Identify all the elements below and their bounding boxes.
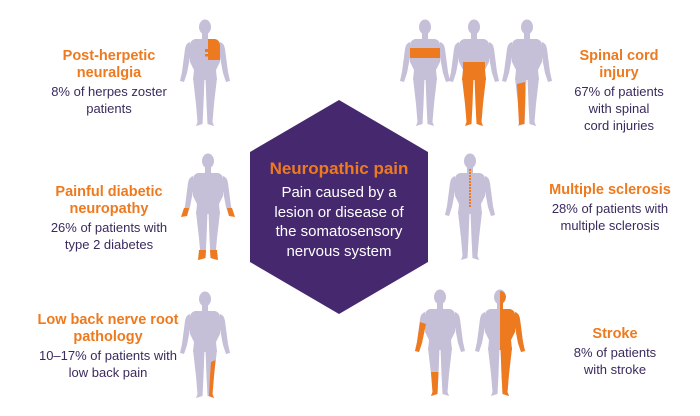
- body-figure-stroke-left: [415, 289, 465, 396]
- label-stroke: Stroke 8% of patients with stroke: [540, 326, 690, 378]
- condition-title-line: Spinal cord: [579, 48, 659, 64]
- central-title: Neuropathic pain: [269, 159, 409, 178]
- condition-stat: 28% of patients with multiple sclerosis: [520, 200, 700, 234]
- body-figure-multiple-sclerosis: [445, 153, 495, 260]
- body-figure-post-herpetic-neuralgia: [180, 19, 230, 126]
- condition-stat-line: multiple sclerosis: [560, 218, 660, 233]
- condition-title: Spinal cord injury: [548, 48, 690, 82]
- condition-title-line: Multiple sclerosis: [549, 182, 671, 198]
- condition-stat-line: with stroke: [583, 362, 647, 377]
- body-figure-spinal-cord-injury-lower: [449, 19, 499, 126]
- central-line: Pain caused by a: [281, 184, 397, 201]
- central-line: the somatosensory: [275, 223, 403, 240]
- label-post-herpetic-neuralgia: Post-herpetic neuralgia 8% of herpes zos…: [14, 48, 204, 117]
- condition-stat-line: cord injuries: [583, 118, 655, 133]
- condition-stat: 26% of patients with type 2 diabetes: [14, 219, 204, 253]
- condition-stat-line: 8% of patients: [573, 345, 657, 360]
- central-description: Pain caused by a lesion or disease of th…: [250, 183, 428, 261]
- condition-stat-line: with spinal: [588, 101, 650, 116]
- condition-title: Post-herpetic neuralgia: [14, 48, 204, 82]
- pain-area: [500, 291, 525, 396]
- pain-area: [415, 322, 439, 396]
- spine-lesions: [469, 169, 471, 207]
- pain-area: [209, 360, 216, 398]
- label-painful-diabetic-neuropathy: Painful diabetic neuropathy 26% of patie…: [14, 184, 204, 253]
- central-line: lesion or disease of: [274, 203, 404, 221]
- condition-title-line: Low back nerve root: [37, 312, 179, 328]
- condition-stat-line: 67% of patients: [574, 84, 664, 99]
- label-spinal-cord-injury: Spinal cord injury 67% of patients with …: [548, 48, 690, 134]
- body-figure-spinal-cord-injury-partial: [502, 19, 552, 126]
- pain-area: [462, 62, 486, 126]
- label-low-back-nerve-root-pathology: Low back nerve root pathology 10–17% of …: [8, 312, 208, 381]
- body-figure-stroke-right: [475, 289, 525, 396]
- condition-title-line: Post-herpetic: [62, 48, 156, 64]
- pain-area: [410, 48, 440, 58]
- condition-stat-line: 10–17% of patients with: [38, 348, 178, 363]
- condition-title-line: injury: [599, 65, 639, 81]
- body-figure-low-back-nerve-root-pathology: [180, 291, 230, 398]
- condition-stat-line: 8% of herpes zoster: [51, 84, 167, 99]
- condition-title: Multiple sclerosis: [520, 182, 700, 199]
- body-figure-spinal-cord-injury-upper: [400, 19, 450, 126]
- condition-stat-line: 26% of patients with: [50, 220, 168, 235]
- body-figure-painful-diabetic-neuropathy: [181, 153, 235, 260]
- condition-stat-line: low back pain: [68, 365, 148, 380]
- central-line: nervous system: [286, 242, 392, 260]
- condition-stat: 67% of patients with spinal cord injurie…: [548, 83, 690, 134]
- label-multiple-sclerosis: Multiple sclerosis 28% of patients with …: [520, 182, 700, 234]
- condition-title-line: neuralgia: [76, 65, 142, 81]
- condition-title-line: neuropathy: [69, 201, 149, 217]
- condition-title: Painful diabetic neuropathy: [14, 184, 204, 218]
- pain-area: [517, 82, 525, 125]
- condition-title-line: Stroke: [592, 326, 638, 342]
- condition-stat-line: type 2 diabetes: [64, 237, 154, 252]
- condition-title: Stroke: [540, 326, 690, 343]
- pain-area: [205, 39, 220, 60]
- condition-title-line: Painful diabetic: [55, 184, 163, 200]
- condition-stat-line: 28% of patients with: [551, 201, 669, 216]
- condition-stat: 10–17% of patients with low back pain: [8, 347, 208, 381]
- condition-stat: 8% of patients with stroke: [540, 344, 690, 378]
- pain-area: [181, 208, 235, 260]
- condition-stat-line: patients: [86, 101, 132, 116]
- condition-title-line: pathology: [73, 329, 143, 345]
- condition-title: Low back nerve root pathology: [8, 312, 208, 346]
- condition-stat: 8% of herpes zoster patients: [14, 83, 204, 117]
- central-text: Neuropathic pain Pain caused by a lesion…: [250, 158, 428, 261]
